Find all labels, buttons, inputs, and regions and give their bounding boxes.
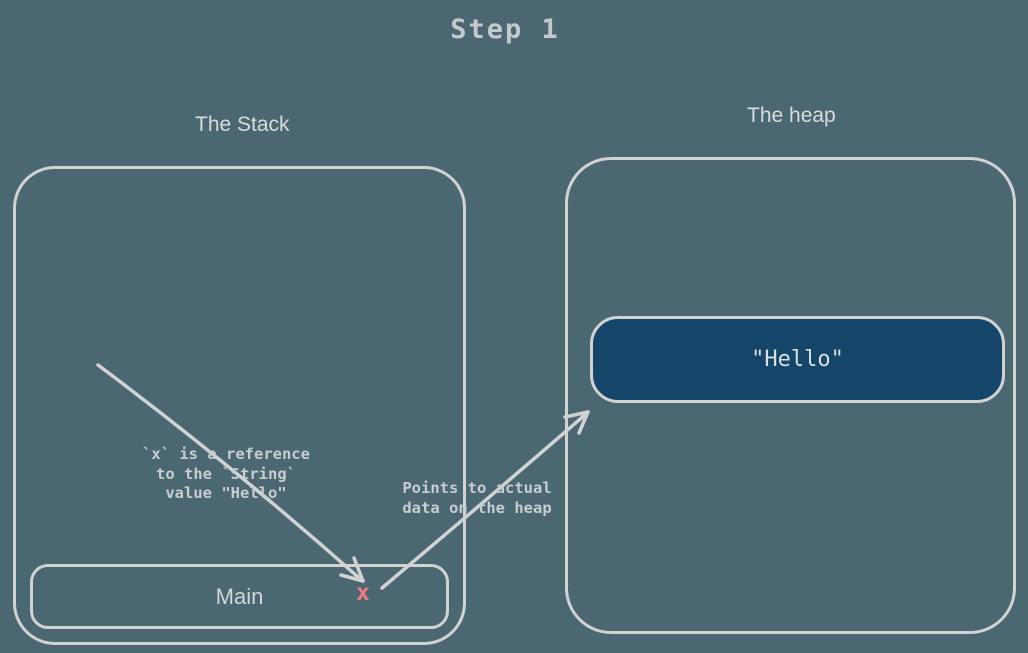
reference-note-line: to the `String` [156,464,296,483]
main-frame-label: Main [215,584,264,609]
heap-box [565,157,1016,634]
heap-note-line: data on the heap [402,498,552,517]
reference-note-line: value "Hello" [165,484,287,502]
heap-label: The heap [747,104,836,127]
stack-label: The Stack [195,113,290,136]
variable-x: x [356,580,370,606]
reference-note-line: `x` is a reference [142,445,310,463]
heap-note: Points to actual data on the heap [392,479,562,518]
reference-note: `x` is a reference to the `String` value… [120,445,332,504]
heap-value-box: "Hello" [590,316,1005,403]
stack-box [13,166,466,645]
page-title: Step 1 [450,14,560,45]
heap-value-text: "Hello" [751,347,844,372]
main-frame-box: Main [30,564,449,629]
heap-note-line: Points to actual [402,479,552,497]
